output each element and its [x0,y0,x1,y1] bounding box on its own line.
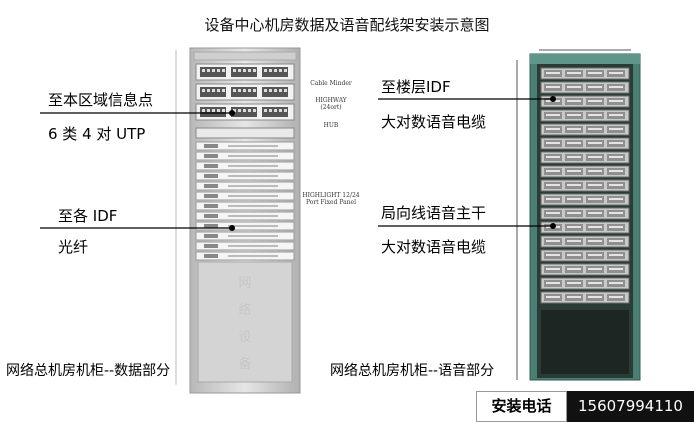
voice-patch-unit [540,249,630,262]
fixed-port-panel [195,231,295,241]
voice-patch-unit [540,67,630,80]
fixed-port-panel [195,151,295,161]
annotation-area-outlets: 至本区域信息点 [48,91,154,109]
fixed-port-panel [195,241,295,251]
hub-unit [195,127,295,139]
cable-minder-label: Cable Minder [310,80,352,87]
highlight-label: HIGHLIGHT 12/24 [302,192,360,199]
fixed-port-panel [195,251,295,261]
voice-patch-unit [540,277,630,290]
voice-patch-unit [540,207,630,220]
patch-panel [195,83,295,101]
annotation-floor-idf: 至楼层IDF [381,78,451,96]
network-equipment-label: 网 络 设 备 [238,276,252,372]
fixed-port-panel [195,141,295,151]
network-equipment-panel [197,261,293,383]
caption-voice-rack: 网络总机房机柜--语音部分 [330,363,495,379]
voice-patch-unit [540,263,630,276]
annotation-to-idf: 至各 IDF [58,207,118,225]
voice-patch-unit [540,151,630,164]
annotation-utp: 6 类 4 对 UTP [48,125,146,143]
install-phone-number: 15607994110 [567,391,694,422]
fixed-port-panel [195,161,295,171]
voice-patch-unit [540,193,630,206]
voice-patch-unit [540,291,630,304]
fixed-port-panel [195,191,295,201]
annotation-voice-cable-1: 大对数语音电缆 [381,113,487,131]
highway-ports-label: (24ort) [320,104,342,111]
rack-empty-bay [541,310,629,374]
fixed-port-panel [195,221,295,231]
caption-data-rack: 网络总机房机柜--数据部分 [6,363,171,379]
fixed-port-panel [195,211,295,221]
fixed-port-panel [195,201,295,211]
annotation-voice-cable-2: 大对数语音电缆 [381,238,487,256]
patch-panel [195,103,295,121]
hub-label: HUB [323,122,339,129]
data-rack-illustration [175,47,301,394]
voice-patch-unit [540,81,630,94]
highway-label: HIGHWAY [315,97,347,104]
install-phone-box: 安装电话 15607994110 [476,391,694,422]
voice-patch-unit [540,123,630,136]
patch-panel [195,63,295,81]
annotation-fiber: 光纤 [58,238,89,256]
rack-units [195,63,295,261]
fixed-port-panel [195,181,295,191]
voice-patch-unit [540,165,630,178]
fixed-panel-label: Port Fixed Panel [305,199,357,206]
page-title: 设备中心机房数据及语音配线架安装示意图 [204,16,490,34]
voice-patch-unit [540,137,630,150]
voice-patch-unit [540,109,630,122]
voice-patch-unit [540,179,630,192]
voice-patch-unit [540,235,630,248]
install-phone-label: 安装电话 [476,391,567,422]
annotation-voice-trunk: 局向线语音主干 [381,204,487,222]
fixed-port-panel [195,171,295,181]
